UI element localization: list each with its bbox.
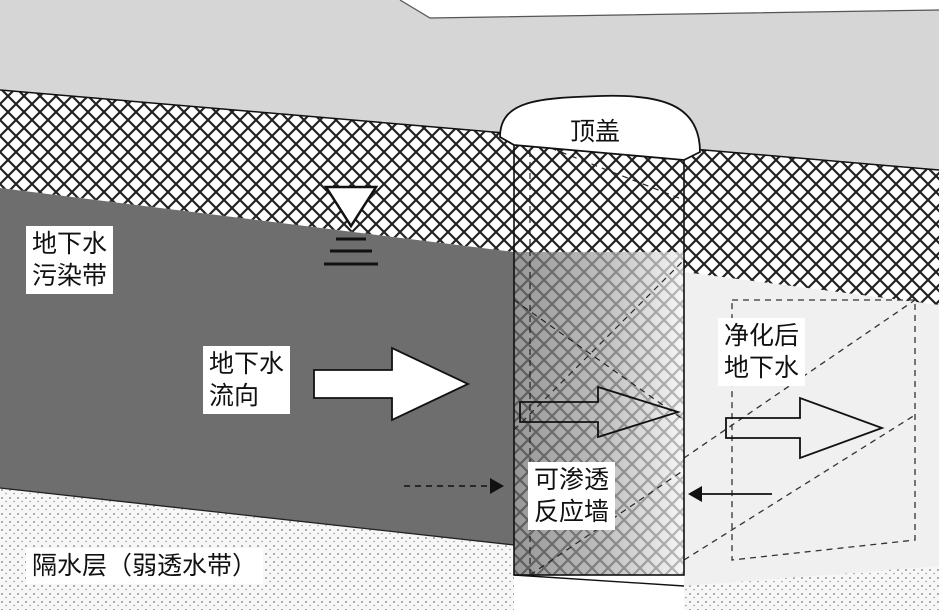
prb-label-line-2: 反应墙	[534, 497, 610, 526]
clean-zone-dashed-edge-2	[683, 414, 916, 561]
water-table-symbol	[323, 185, 379, 266]
cap-shape	[499, 94, 701, 161]
plume-label-line-2: 污染带	[32, 261, 108, 290]
aquitard-label: 隔水层（弱透水带）	[26, 548, 264, 584]
cleaned-groundwater-label-line-2: 地下水	[724, 353, 800, 382]
cleaned-groundwater-label: 净化后 地下水	[718, 318, 806, 386]
ground-surface-ridge	[399, 0, 939, 19]
aquitard-label-text: 隔水层（弱透水带）	[32, 551, 258, 580]
aquitard-right	[684, 566, 939, 610]
dashed-inflow-arrow-head	[490, 478, 504, 494]
flow-direction-label: 地下水 流向	[203, 346, 291, 414]
prb-wall-upper	[514, 140, 684, 252]
groundwater-flow-arrow	[313, 346, 471, 422]
cap-label-text: 顶盖	[570, 117, 621, 146]
clean-zone-dashed-edge-1	[683, 299, 916, 459]
prb-label-line-1: 可渗透	[534, 465, 610, 494]
soil-top-boundary	[0, 89, 939, 171]
cleaned-groundwater-label-line-1: 净化后	[724, 321, 800, 350]
flow-direction-label-line-1: 地下水	[209, 349, 285, 378]
cleaned-flow-arrow	[725, 396, 885, 460]
flow-direction-label-line-2: 流向	[209, 381, 260, 410]
unsaturated-soil-layer	[0, 90, 939, 305]
cap-label: 顶盖	[564, 114, 626, 150]
plume-label-line-1: 地下水	[32, 229, 108, 258]
ground-surface	[0, 0, 939, 170]
prb-label: 可渗透 反应墙	[528, 462, 616, 530]
return-arrow-head	[688, 486, 702, 502]
aquitard-top-boundary	[0, 487, 515, 546]
prb-wall-base	[513, 574, 685, 587]
plume-label: 地下水 污染带	[26, 226, 114, 294]
clean-zone-dashed-box	[731, 299, 916, 561]
through-wall-arrow	[519, 385, 682, 439]
